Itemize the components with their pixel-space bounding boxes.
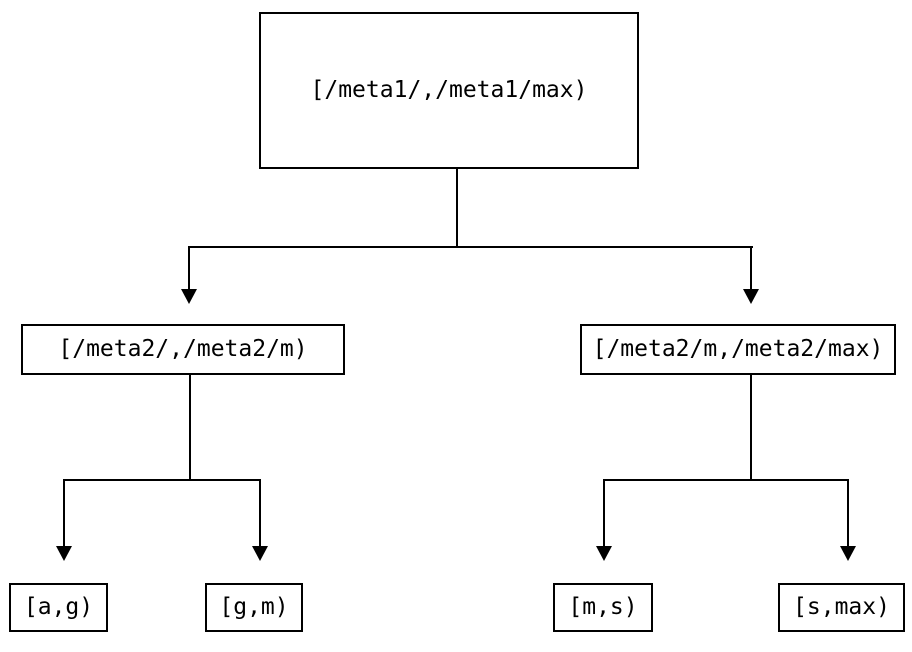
node-leaf-3-label: [m,s): [568, 594, 638, 620]
edge-root-stem: [456, 169, 458, 248]
node-leaf-1[interactable]: [a,g): [9, 583, 108, 632]
arrowhead-mid-left-to-leaf-2: [252, 546, 268, 561]
edge-mid-right-stem: [750, 375, 752, 480]
edge-mid-left-to-leaf-1: [63, 479, 65, 546]
edge-mid-left-stem: [189, 375, 191, 480]
arrowhead-root-to-mid-right: [743, 289, 759, 304]
edge-mid-left-to-leaf-2: [259, 479, 261, 546]
edge-root-to-mid-right: [750, 246, 752, 289]
edge-mid-right-to-leaf-4: [847, 479, 849, 546]
arrowhead-mid-right-to-leaf-3: [596, 546, 612, 561]
node-mid-right[interactable]: [/meta2/m,/meta2/max): [580, 324, 896, 375]
node-leaf-4[interactable]: [s,max): [778, 583, 905, 632]
node-root-label: [/meta1/,/meta1/max): [310, 77, 588, 103]
arrowhead-mid-left-to-leaf-1: [56, 546, 72, 561]
node-leaf-1-label: [a,g): [23, 594, 94, 620]
edge-root-to-mid-left: [188, 246, 190, 289]
node-leaf-4-label: [s,max): [793, 594, 890, 620]
node-mid-left-label: [/meta2/,/meta2/m): [58, 336, 308, 362]
node-leaf-2[interactable]: [g,m): [205, 583, 303, 632]
node-leaf-2-label: [g,m): [219, 594, 289, 620]
node-mid-left[interactable]: [/meta2/,/meta2/m): [21, 324, 345, 375]
edge-mid-right-to-leaf-3: [603, 479, 605, 546]
edge-root-split-bar: [189, 246, 753, 248]
node-root[interactable]: [/meta1/,/meta1/max): [259, 12, 639, 169]
node-leaf-3[interactable]: [m,s): [553, 583, 653, 632]
edge-mid-left-split-bar: [63, 479, 261, 481]
arrowhead-mid-right-to-leaf-4: [840, 546, 856, 561]
node-mid-right-label: [/meta2/m,/meta2/max): [592, 336, 884, 362]
edge-mid-right-split-bar: [603, 479, 849, 481]
arrowhead-root-to-mid-left: [181, 289, 197, 304]
